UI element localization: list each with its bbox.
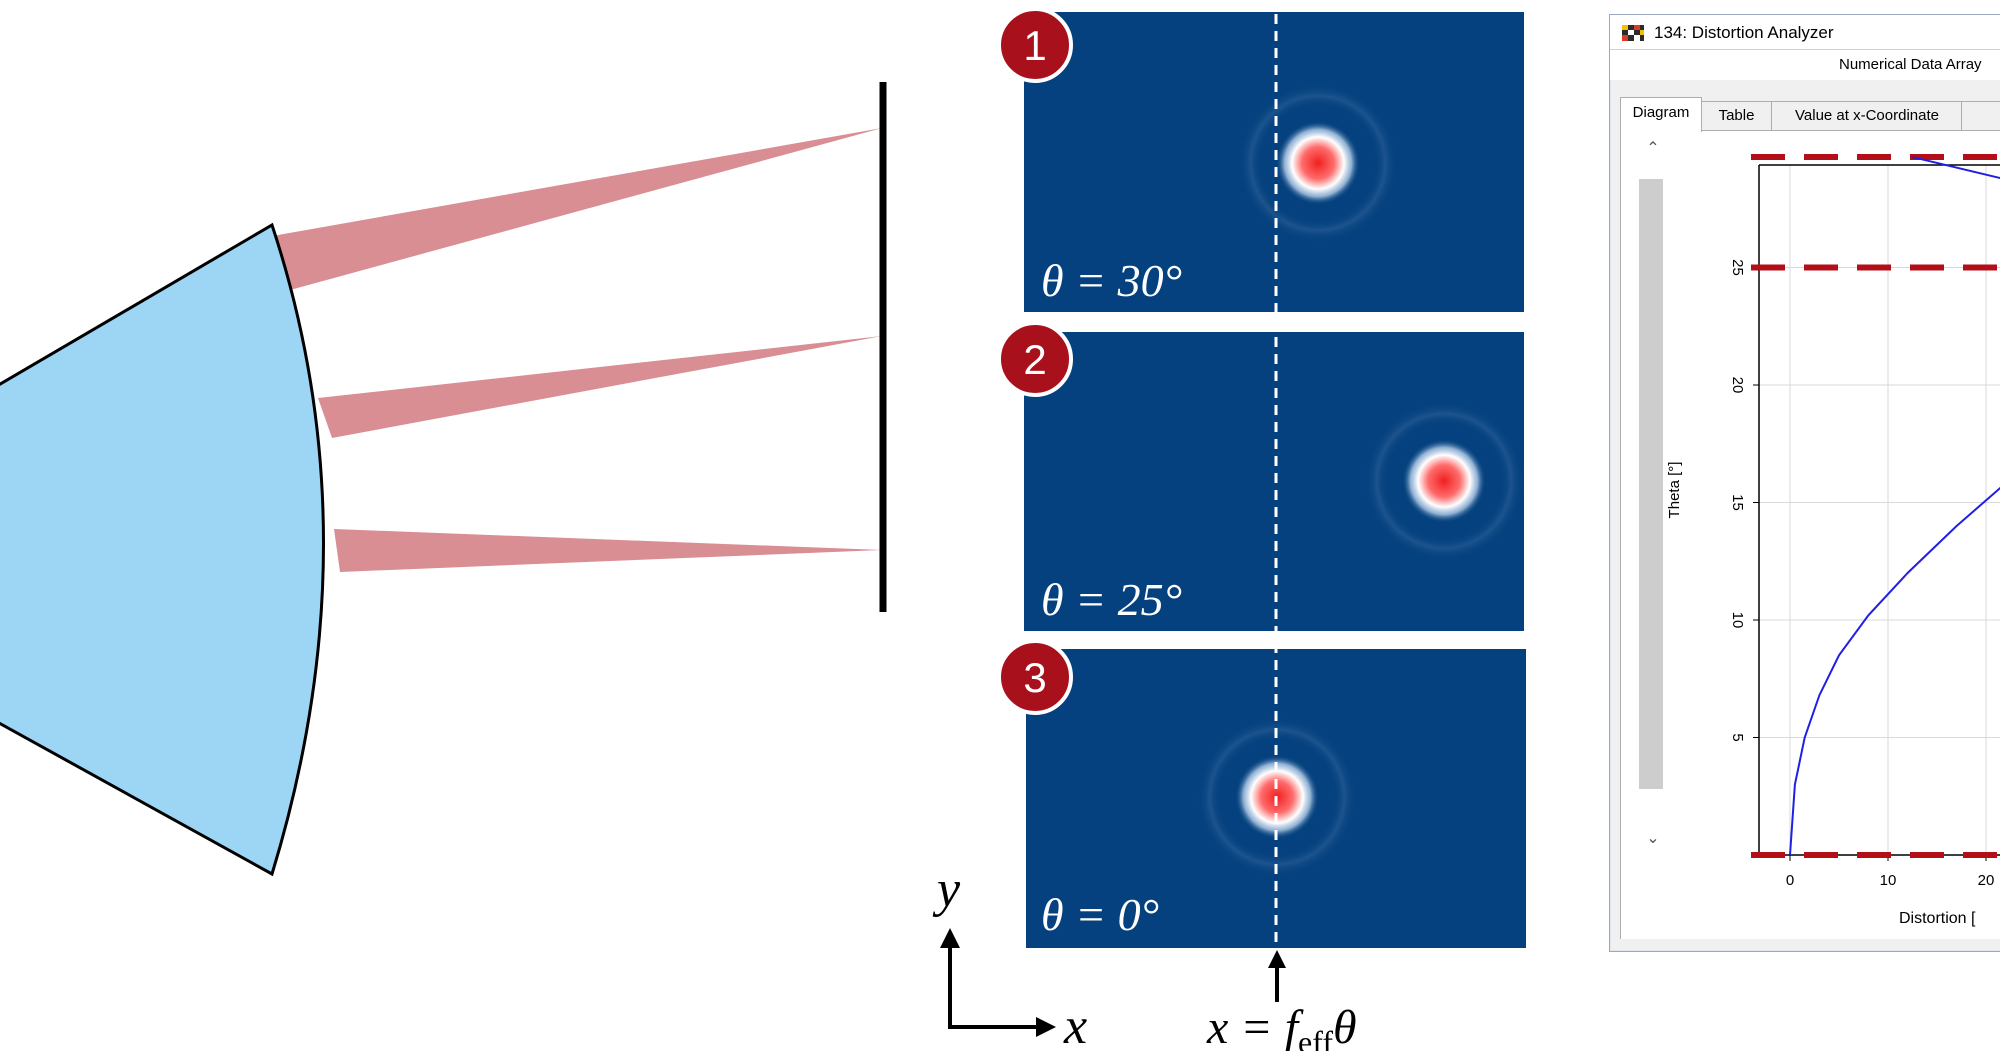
- x-axis-title: Distortion [: [1899, 910, 1976, 927]
- y-tick-label: 10: [1729, 612, 1746, 629]
- beam-2: [318, 336, 882, 438]
- x-tick-label: 20: [1978, 872, 1995, 889]
- scroll-down-arrow[interactable]: ⌄: [1646, 830, 1660, 847]
- badge-2: 2: [997, 321, 1073, 397]
- y-tick-label: 20: [1729, 377, 1746, 394]
- formula-arrow: [1268, 950, 1286, 1002]
- formula: x = feffθ: [1206, 1001, 1357, 1051]
- y-tick-label: 5: [1729, 733, 1746, 741]
- distortion-curve: [1789, 486, 2000, 856]
- lens: [0, 222, 325, 877]
- svg-text:1: 1: [1023, 22, 1046, 69]
- angle-label-3: θ = 0°: [1041, 889, 1159, 940]
- tab-strip: Diagram Table Value at x-Coordinate: [1620, 97, 2000, 132]
- badge-1: 1: [997, 7, 1073, 83]
- y-tick-label: 25: [1729, 259, 1746, 276]
- angle-label-2: θ = 25°: [1041, 574, 1182, 625]
- tab-diagram[interactable]: Diagram: [1620, 97, 1702, 132]
- spot-panel-2: [1024, 332, 1524, 631]
- tab-overflow: [1961, 101, 2000, 130]
- vertical-scrollbar-thumb[interactable]: [1639, 179, 1663, 789]
- badge-3: 3: [997, 639, 1073, 715]
- spot-panel-1: [1024, 12, 1524, 312]
- tab-value-at-x-coordinate[interactable]: Value at x-Coordinate: [1771, 101, 1963, 130]
- window-title: 134: Distortion Analyzer: [1654, 23, 1834, 42]
- xy-axes-indicator: [940, 928, 1056, 1037]
- distortion-curve-top-segment: [1912, 156, 2000, 180]
- beam-1: [250, 128, 882, 290]
- window-titlebar: 134: Distortion Analyzer: [1610, 15, 2000, 49]
- x-tick-label: 0: [1786, 872, 1794, 889]
- svg-text:3: 3: [1023, 654, 1046, 701]
- beam-3: [334, 529, 882, 572]
- checkerboard-icon: [1622, 25, 1644, 41]
- distortion-analyzer-window: 134: Distortion Analyzer Numerical Data …: [1609, 14, 2000, 952]
- y-tick-label: 15: [1729, 494, 1746, 511]
- svg-text:2: 2: [1023, 336, 1046, 383]
- tab-table[interactable]: Table: [1700, 101, 1773, 130]
- subheader-label: Numerical Data Array: [1839, 56, 1982, 73]
- scroll-up-arrow[interactable]: ⌃: [1646, 140, 1660, 157]
- angle-label-1: θ = 30°: [1041, 255, 1182, 306]
- x-axis-label: x: [1063, 998, 1087, 1051]
- x-tick-label: 10: [1880, 872, 1897, 889]
- y-axis-label: y: [932, 861, 961, 918]
- data-subheader: Numerical Data Array: [1610, 49, 2000, 80]
- y-axis-title: Theta [°]: [1666, 462, 1683, 519]
